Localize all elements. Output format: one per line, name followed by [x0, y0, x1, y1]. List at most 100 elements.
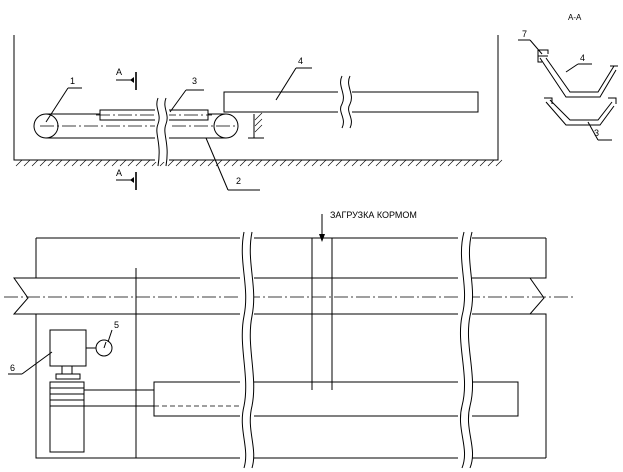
floor-hatch-line: [455, 159, 463, 167]
section-mark-bottom-label: А: [116, 168, 122, 178]
gearbox: [49, 381, 85, 453]
floor-hatch-line: [319, 159, 327, 167]
floor-hatch-line: [247, 159, 255, 167]
floor-hatch-line: [63, 159, 71, 167]
section-mark-bottom: А: [116, 168, 137, 190]
floor-hatch-line: [351, 159, 359, 167]
floor-hatch-line: [359, 159, 367, 167]
floor-hatch-line: [31, 159, 39, 167]
floor-hatch-line: [207, 159, 215, 167]
floor-hatch-line: [407, 159, 415, 167]
floor-hatch-line: [479, 159, 487, 167]
floor-hatch-line: [71, 159, 79, 167]
floor-hatch-line: [311, 159, 319, 167]
floor-hatch-line: [103, 159, 111, 167]
callout-3: 3: [169, 76, 204, 113]
callout-4-label: 4: [298, 56, 303, 66]
gauge-needle: [103, 341, 107, 349]
floor-hatch-line: [375, 159, 383, 167]
callout-4: 4: [275, 56, 312, 101]
plan-conveyor: [153, 381, 519, 417]
floor-hatch-line: [423, 159, 431, 167]
floor-hatch-line: [55, 159, 63, 167]
plan-break-2b: [467, 231, 474, 469]
callout-5: 5: [107, 320, 119, 343]
side-view: А А 1 3 4 2: [13, 35, 503, 191]
floor-hatch-line: [119, 159, 127, 167]
plan-break-mask-1: [240, 236, 254, 462]
floor-hatch-line: [399, 159, 407, 167]
load-label: ЗАГРУЗКА КОРМОМ: [330, 210, 417, 220]
support-bracket: [248, 114, 264, 139]
floor-hatch-line: [415, 159, 423, 167]
callout-1: 1: [45, 76, 82, 123]
floor-hatch-line: [335, 159, 343, 167]
floor-hatch-line: [447, 159, 455, 167]
clamp-element: [537, 49, 549, 63]
section-callout-3: 3: [587, 121, 612, 141]
bracket-hatch: [254, 112, 263, 133]
floor-hatch-line: [295, 159, 303, 167]
floor-hatch-line: [191, 159, 199, 167]
floor-hatch-line: [287, 159, 295, 167]
floor-hatch-line: [431, 159, 439, 167]
movable-lip-right: [608, 97, 617, 104]
floor-hatch-line: [255, 159, 263, 167]
coupling-flange: [55, 373, 81, 380]
section-mark-top-label: А: [116, 67, 122, 77]
callout-6-label: 6: [10, 363, 15, 373]
floor-hatch-line: [199, 159, 207, 167]
floor-hatch-line: [135, 159, 143, 167]
plan-break-1a: [241, 231, 247, 469]
floor-hatch-line: [175, 159, 183, 167]
trough-walls: [13, 35, 499, 161]
callout-2: 2: [205, 137, 260, 191]
callout-6: 6: [8, 351, 53, 375]
section-callout-7: 7: [518, 29, 543, 55]
floor-hatch-line: [303, 159, 311, 167]
floor-hatch-line: [231, 159, 239, 167]
floor-hatch-line: [487, 159, 495, 167]
floor-hatch-line: [239, 159, 247, 167]
floor-hatch-line: [279, 159, 287, 167]
drive-motor: [49, 329, 87, 367]
break-line-1b: [164, 97, 168, 167]
plan-view: ЗАГРУЗКА КОРМОМ 5 6: [4, 210, 576, 469]
plan-right-side: [528, 238, 547, 458]
floor-hatch-line: [87, 159, 95, 167]
callout-3-label: 3: [192, 76, 197, 86]
floor-hatch-line: [23, 159, 31, 167]
floor-hatch-line: [127, 159, 135, 167]
floor-hatch-line: [391, 159, 399, 167]
floor-hatch-line: [495, 159, 503, 167]
plan-left-side: [12, 238, 37, 458]
floor-hatch-line: [47, 159, 55, 167]
callout-7-label: 7: [522, 29, 527, 39]
floor-hatch-line: [471, 159, 479, 167]
feeder-trough-profile-inner: [539, 57, 617, 98]
movable-lip-left: [544, 97, 553, 104]
floor-hatch-line: [271, 159, 279, 167]
break-line-2a: [340, 75, 344, 129]
floor-hatch-line: [383, 159, 391, 167]
plan-break-1b: [249, 231, 255, 469]
break-line-2b: [348, 75, 352, 129]
callout-2-label: 2: [236, 176, 241, 186]
floor-hatch-line: [95, 159, 103, 167]
floor-hatch-line: [79, 159, 87, 167]
floor-hatch-line: [263, 159, 271, 167]
floor-hatch-line: [183, 159, 191, 167]
break-line-1a: [156, 97, 160, 167]
movable-trough-profile: [549, 99, 613, 121]
section-callout-3-label: 3: [594, 128, 599, 138]
section-callout-4: 4: [565, 53, 592, 73]
floor-hatch-line: [223, 159, 231, 167]
floor-hatch-line: [367, 159, 375, 167]
floor-hatch-line: [439, 159, 447, 167]
floor-hatch-line: [39, 159, 47, 167]
floor-hatch-line: [167, 159, 175, 167]
floor-hatch-line: [463, 159, 471, 167]
movable-trough-profile-inner: [545, 101, 615, 126]
section-callout-4-label: 4: [580, 53, 585, 63]
